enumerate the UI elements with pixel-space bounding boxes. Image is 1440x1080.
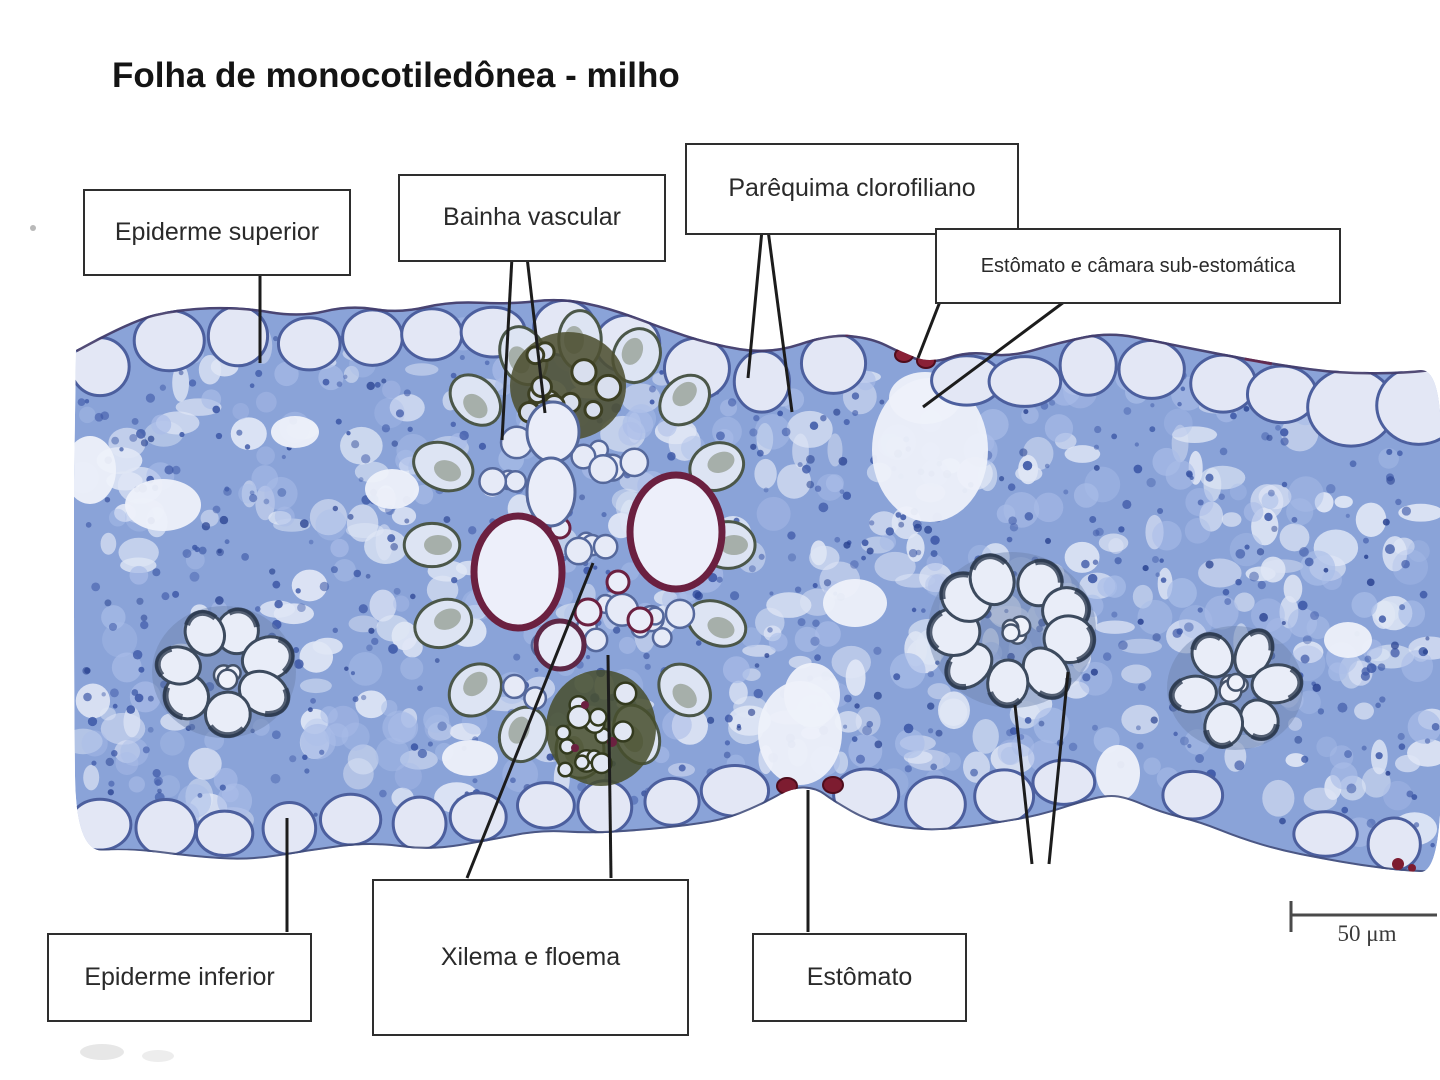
label-estomato: Estômato [752,933,967,1022]
label-xilema-floema: Xilema e floema [372,879,689,1036]
label-text: Parêquima clorofiliano [728,175,975,203]
label-text: Xilema e floema [441,944,620,972]
label-epiderme-superior: Epiderme superior [83,189,351,276]
label-text: Estômato [807,964,913,992]
label-bainha-vascular: Bainha vascular [398,174,666,262]
scale-bar-label: 50 μm [1312,921,1422,947]
page-title: Folha de monocotiledônea - milho [112,56,680,96]
label-text: Estômato e câmara sub-estomática [981,255,1296,277]
label-epiderme-inferior: Epiderme inferior [47,933,312,1022]
pointer-line [918,299,941,358]
label-text: Bainha vascular [443,204,621,232]
label-text: Epiderme inferior [84,964,274,992]
leaf-tissue [63,299,1440,873]
label-estomato-camara-subestomatica: Estômato e câmara sub-estomática [935,228,1341,304]
label-text: Epiderme superior [115,219,319,247]
label-parenquima-clorofiliano: Parêquima clorofiliano [685,143,1019,235]
